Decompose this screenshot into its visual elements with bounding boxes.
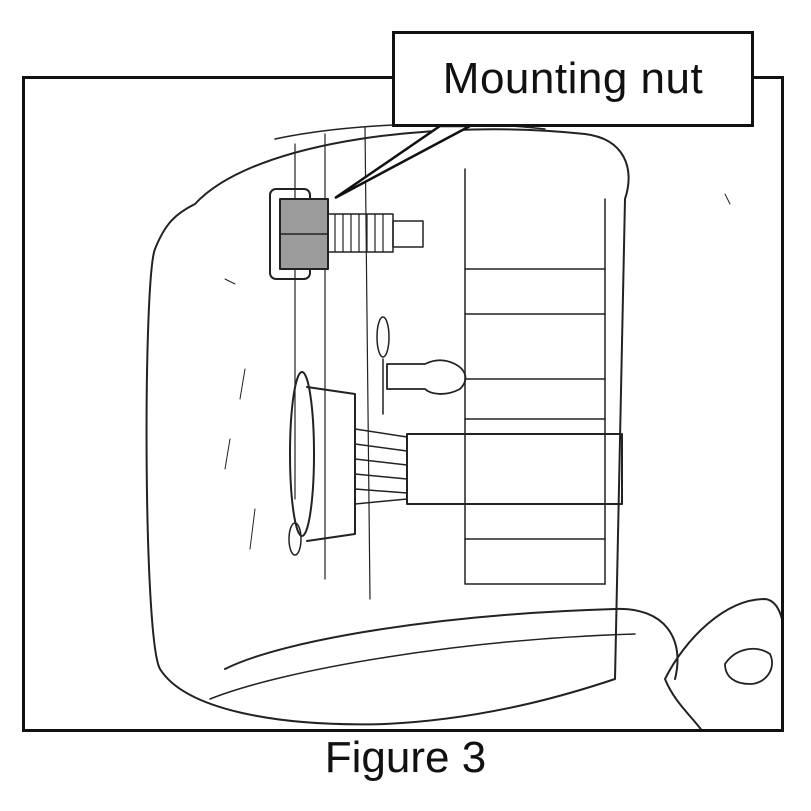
callout-box: Mounting nut xyxy=(392,31,754,127)
mounting-bracket xyxy=(464,168,606,585)
lower-lens-trim xyxy=(224,607,679,680)
bracket-arm xyxy=(664,598,781,729)
callout-label: Mounting nut xyxy=(442,54,704,103)
mounting-nut-assembly xyxy=(269,188,424,280)
headlamp-assembly-drawing xyxy=(145,123,781,729)
figure-frame xyxy=(22,76,784,732)
adjuster-assembly xyxy=(288,371,623,556)
pivot-ball-stud xyxy=(376,316,467,415)
figure-caption: Figure 3 xyxy=(324,733,487,782)
lamp-housing-outline xyxy=(145,128,630,726)
